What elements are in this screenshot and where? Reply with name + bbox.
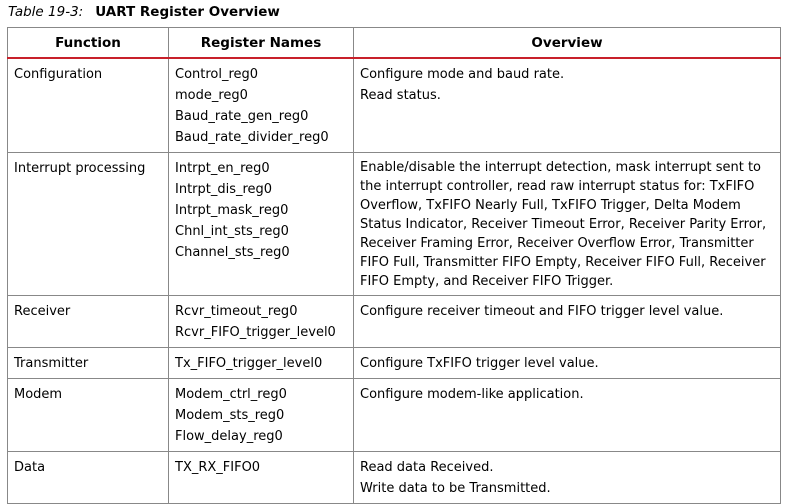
overview-cell: Read data Received. Write data to be Tra…: [353, 451, 781, 504]
table-row: Transmitter Tx_FIFO_trigger_level0 Confi…: [7, 347, 781, 379]
function-name: Receiver: [14, 304, 71, 319]
function-cell: Interrupt processing: [7, 152, 169, 296]
register-name: TX_RX_FIFO0: [175, 460, 261, 475]
function-cell: Data: [7, 451, 169, 504]
table-row: Configuration Control_reg0 mode_reg0 Bau…: [7, 57, 781, 153]
register-name: Modem_ctrl_reg0: [175, 387, 287, 402]
table-row: Modem Modem_ctrl_reg0 Modem_sts_reg0 Flo…: [7, 378, 781, 452]
function-name: Data: [14, 460, 46, 475]
overview-line: Configure receiver timeout and FIFO trig…: [360, 304, 724, 319]
register-name: Channel_sts_reg0: [175, 245, 290, 260]
header-function: Function: [7, 27, 169, 59]
function-cell: Modem: [7, 378, 169, 452]
registers-cell: Modem_ctrl_reg0 Modem_sts_reg0 Flow_dela…: [168, 378, 354, 452]
register-name: Control_reg0: [175, 67, 259, 82]
register-name: Rcvr_FIFO_trigger_level0: [175, 325, 336, 340]
table-caption: Table 19-3: UART Register Overview: [8, 3, 280, 21]
header-register-names: Register Names: [168, 27, 354, 59]
register-name: Rcvr_timeout_reg0: [175, 304, 298, 319]
overview-line: Configure modem-like application.: [360, 387, 584, 402]
register-name: Intrpt_mask_reg0: [175, 203, 289, 218]
function-name: Transmitter: [14, 356, 89, 371]
function-name: Modem: [14, 387, 63, 402]
overview-cell: Configure receiver timeout and FIFO trig…: [353, 295, 781, 348]
table-title: UART Register Overview: [95, 4, 280, 20]
overview-line: Configure TxFIFO trigger level value.: [360, 356, 599, 371]
function-cell: Transmitter: [7, 347, 169, 379]
overview-line: Write data to be Transmitted.: [360, 481, 551, 496]
registers-cell: Tx_FIFO_trigger_level0: [168, 347, 354, 379]
header-overview: Overview: [353, 27, 781, 59]
table-header-row: Function Register Names Overview: [7, 27, 781, 59]
overview-cell: Configure TxFIFO trigger level value.: [353, 347, 781, 379]
table-row: Data TX_RX_FIFO0 Read data Received. Wri…: [7, 451, 781, 504]
overview-paragraph: Enable/disable the interrupt detection, …: [360, 160, 767, 289]
register-name: Intrpt_dis_reg0: [175, 182, 273, 197]
registers-cell: Intrpt_en_reg0 Intrpt_dis_reg0 Intrpt_ma…: [168, 152, 354, 296]
overview-line: Read data Received.: [360, 460, 494, 475]
register-name: Baud_rate_divider_reg0: [175, 130, 329, 145]
register-name: Modem_sts_reg0: [175, 408, 285, 423]
table-row: Interrupt processing Intrpt_en_reg0 Intr…: [7, 152, 781, 296]
registers-cell: TX_RX_FIFO0: [168, 451, 354, 504]
register-name: Baud_rate_gen_reg0: [175, 109, 309, 124]
table-number: Table 19-3:: [8, 4, 84, 20]
uart-register-table: Function Register Names Overview Configu…: [7, 27, 781, 504]
overview-line: Configure mode and baud rate.: [360, 67, 565, 82]
register-name: mode_reg0: [175, 88, 248, 103]
register-name: Intrpt_en_reg0: [175, 161, 270, 176]
table-row: Receiver Rcvr_timeout_reg0 Rcvr_FIFO_tri…: [7, 295, 781, 348]
overview-cell: Configure modem-like application.: [353, 378, 781, 452]
function-cell: Configuration: [7, 57, 169, 153]
registers-cell: Control_reg0 mode_reg0 Baud_rate_gen_reg…: [168, 57, 354, 153]
register-name: Chnl_int_sts_reg0: [175, 224, 289, 239]
register-name: Tx_FIFO_trigger_level0: [175, 356, 323, 371]
overview-line: Read status.: [360, 88, 441, 103]
function-name: Interrupt processing: [14, 161, 146, 176]
overview-cell: Enable/disable the interrupt detection, …: [353, 152, 781, 296]
register-name: Flow_delay_reg0: [175, 429, 283, 444]
function-name: Configuration: [14, 67, 103, 82]
registers-cell: Rcvr_timeout_reg0 Rcvr_FIFO_trigger_leve…: [168, 295, 354, 348]
overview-cell: Configure mode and baud rate. Read statu…: [353, 57, 781, 153]
function-cell: Receiver: [7, 295, 169, 348]
